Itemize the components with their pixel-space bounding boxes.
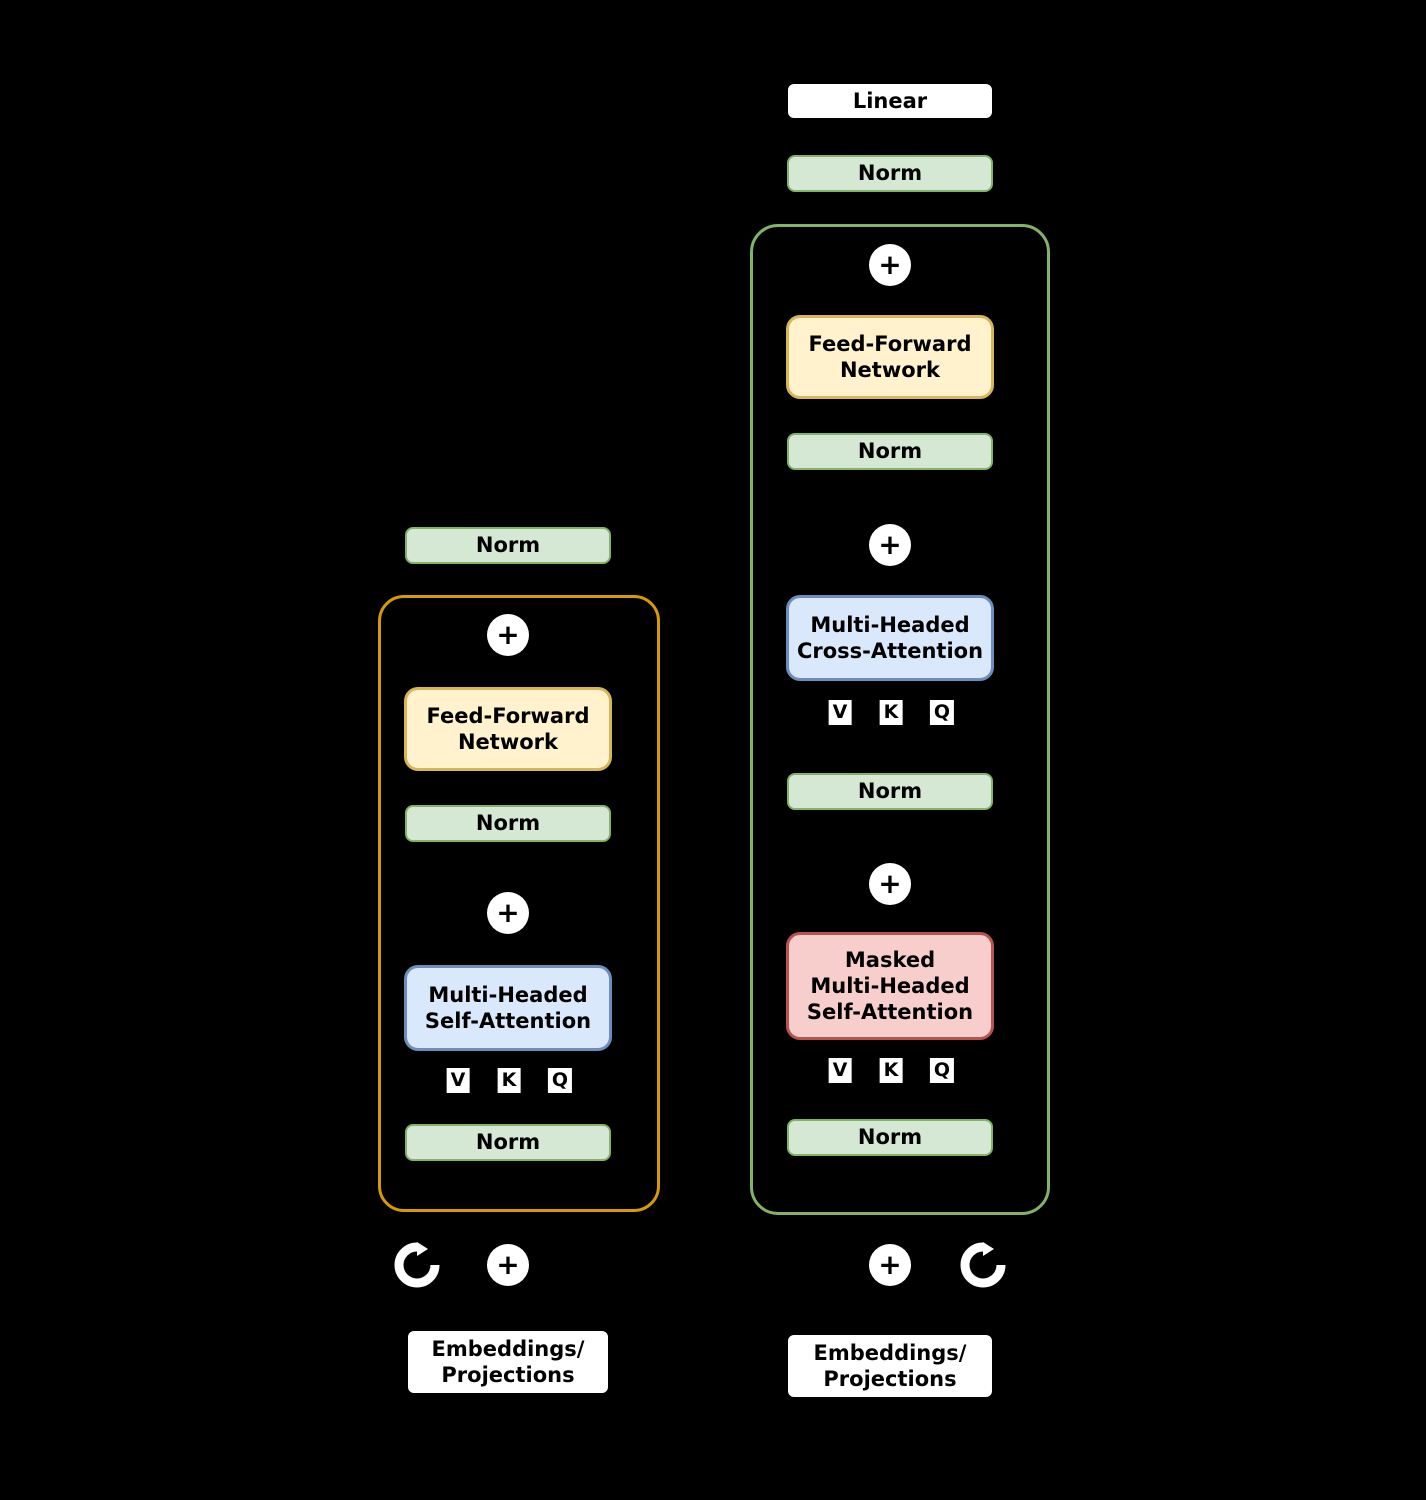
plus-icon: + xyxy=(487,892,529,934)
decoder-feed-forward-network: Feed-Forward Network xyxy=(786,315,994,399)
encoder-output-norm: Norm xyxy=(405,527,611,564)
encoder-input-norm: Norm xyxy=(405,1124,611,1161)
decoder-cross-key-label: K xyxy=(879,700,903,725)
decoder-cross-query-label: Q xyxy=(929,700,955,725)
plus-icon: + xyxy=(869,863,911,905)
encoder-feed-forward-network: Feed-Forward Network xyxy=(404,687,612,771)
decoder-masked-value-label: V xyxy=(828,1058,852,1083)
plus-icon: + xyxy=(487,1244,529,1286)
decoder-multi-headed-cross-attention: Multi-Headed Cross-Attention xyxy=(786,595,994,681)
encoder-multi-headed-self-attention: Multi-Headed Self-Attention xyxy=(404,965,612,1051)
decoder-masked-query-label: Q xyxy=(929,1058,955,1083)
recurrence-icon xyxy=(394,1242,440,1288)
recurrence-icon xyxy=(960,1242,1006,1288)
decoder-masked-multi-headed-self-attention: Masked Multi-Headed Self-Attention xyxy=(786,932,994,1040)
decoder-input-norm: Norm xyxy=(787,1119,993,1156)
decoder-cross-norm: Norm xyxy=(787,773,993,810)
plus-icon: + xyxy=(869,524,911,566)
decoder-block-outline xyxy=(750,224,1050,1215)
plus-icon: + xyxy=(487,614,529,656)
encoder-block-outline xyxy=(378,595,660,1212)
decoder-linear: Linear xyxy=(788,84,992,118)
decoder-ffn-norm: Norm xyxy=(787,433,993,470)
encoder-key-label: K xyxy=(497,1068,521,1093)
decoder-output-norm: Norm xyxy=(787,155,993,192)
decoder-embeddings-projections: Embeddings/ Projections xyxy=(788,1335,992,1397)
encoder-value-label: V xyxy=(446,1068,470,1093)
plus-icon: + xyxy=(869,1244,911,1286)
decoder-cross-value-label: V xyxy=(828,700,852,725)
encoder-ffn-norm: Norm xyxy=(405,805,611,842)
encoder-embeddings-projections: Embeddings/ Projections xyxy=(408,1331,608,1393)
decoder-masked-key-label: K xyxy=(879,1058,903,1083)
plus-icon: + xyxy=(869,244,911,286)
encoder-query-label: Q xyxy=(547,1068,573,1093)
